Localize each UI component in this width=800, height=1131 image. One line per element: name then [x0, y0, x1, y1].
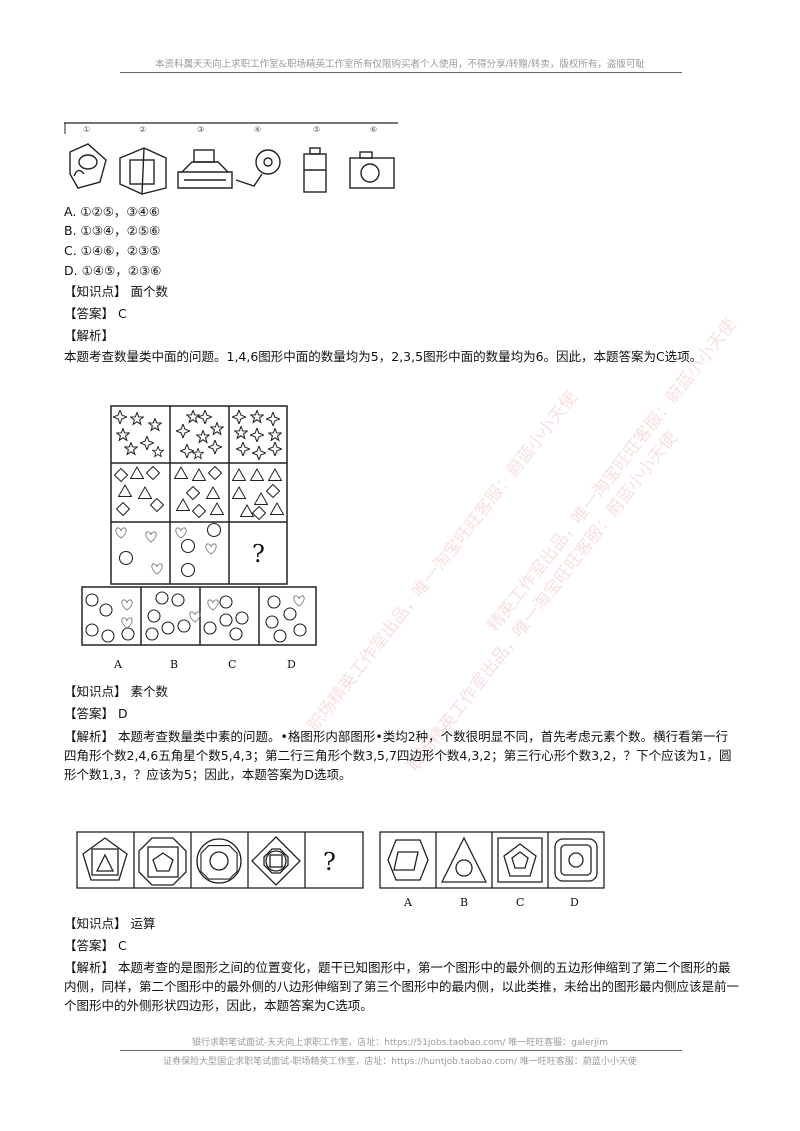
q2-answer: 【答案】 D — [64, 706, 128, 721]
q3-analysis: 【解析】 本题考查的是图形之间的位置变化，题干已知图形中，第一个图形中的最外侧的… — [64, 960, 740, 1013]
q2-option-label: B — [170, 658, 178, 671]
q2-option-label: A — [113, 658, 123, 671]
footer-rule — [120, 1050, 682, 1051]
header-rule — [120, 72, 682, 73]
q3-option-label: C — [516, 896, 524, 909]
q1-figure-label: ② — [139, 125, 146, 134]
q1-figure: ① ② ③ ④ ⑤ ⑥ — [64, 122, 398, 195]
header-notice: 本资料属天天向上求职工作室&职场精英工作室所有仅限购买者个人使用，不得分享/转赠… — [155, 59, 645, 70]
q1-figure-label: ⑤ — [313, 125, 320, 134]
q3-knowledge-point: 【知识点】 运算 — [64, 916, 156, 931]
footer-line-1: 银行求职笔试面试-天天向上求职工作室，店址：https://51jobs.tao… — [191, 1038, 609, 1048]
q1-knowledge-point: 【知识点】 面个数 — [64, 284, 168, 299]
q1-option-a: A. ①②⑤，③④⑥ — [64, 204, 161, 219]
q1-figure-label: ③ — [197, 125, 204, 134]
q3-figure: ? A B C D — [76, 831, 605, 909]
footer-line-2: 证券保险大型国企求职笔试面试-职场精英工作室，店址：https://huntjo… — [163, 1057, 637, 1067]
q1-figure-label: ① — [83, 125, 90, 134]
q2-analysis: 【解析】 本题考查数量类中素的问题。•格图形内部图形•类均2种，个数很明显不同，… — [64, 729, 732, 782]
q1-analysis: 本题考查数量类中面的问题。1,4,6图形中面的数量均为5，2,3,5图形中面的数… — [64, 349, 703, 364]
q1-analysis-label: 【解析】 — [64, 328, 115, 343]
q3-answer: 【答案】 C — [64, 938, 127, 953]
q1-option-d: D. ①④⑤，②③⑥ — [64, 263, 162, 278]
q2-option-label: C — [228, 658, 236, 671]
q2-option-label: D — [287, 658, 296, 671]
q1-answer: 【答案】 C — [64, 306, 127, 321]
q1-figure-label: ⑥ — [370, 125, 377, 134]
q1-figure-label: ④ — [254, 125, 261, 134]
q1-option-b: B. ①③④，②⑤⑥ — [64, 223, 161, 238]
q3-option-label: B — [460, 896, 468, 909]
q3-option-label: D — [570, 896, 579, 909]
q1-option-c: C. ①④⑥，②③⑤ — [64, 243, 161, 258]
q3-option-label: A — [403, 896, 413, 909]
watermark: 职场精英工作室出品，唯一淘宝旺旺客服：蔚蓝小小天使 — [403, 428, 682, 776]
q2-knowledge-point: 【知识点】 素个数 — [64, 684, 168, 699]
q2-figure: ? A B C D — [81, 405, 317, 671]
q3-question-mark: ? — [323, 848, 336, 876]
q2-question-mark: ? — [252, 540, 265, 568]
